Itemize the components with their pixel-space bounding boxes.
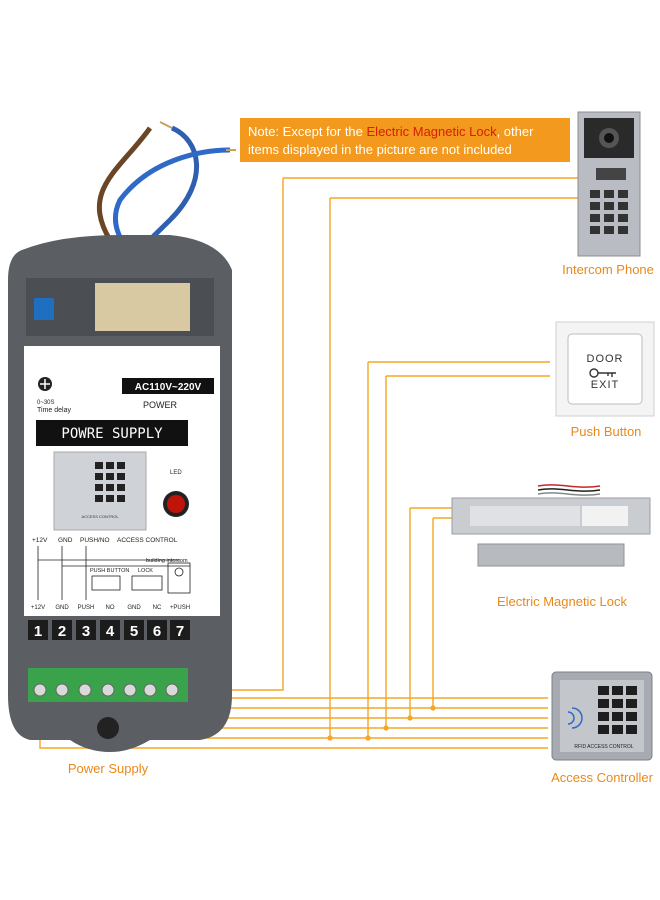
access-controller-caption: RFID ACCESS CONTROL xyxy=(574,744,633,750)
psu-title: POWRE SUPPLY xyxy=(61,426,163,442)
label-bottom-no: NO xyxy=(106,605,115,611)
label-building-intercom: building intercom xyxy=(146,558,188,564)
led-indicator xyxy=(167,495,185,513)
label-bottom-push-plus: +PUSH xyxy=(170,605,190,611)
keypad-caption: ACCESS CONTROL xyxy=(81,514,119,519)
note-line-1: Note: Except for the Electric Magnetic L… xyxy=(248,124,534,139)
svg-text:1: 1 xyxy=(34,623,42,640)
terminal-numbers: 1 2 3 4 5 6 7 xyxy=(28,620,190,640)
access-controller-device: RFID ACCESS CONTROL xyxy=(551,671,653,761)
psu-schematic xyxy=(37,546,191,600)
push-button-exit: EXIT xyxy=(591,379,619,391)
label-electric-magnetic-lock: Electric Magnetic Lock xyxy=(497,594,628,609)
internal-board xyxy=(95,283,190,331)
label-intercom-phone: Intercom Phone xyxy=(562,262,654,277)
label-bottom-gnd: GND xyxy=(55,605,69,611)
psu-power-label: POWER xyxy=(143,400,178,410)
label-bottom-gnd-2: GND xyxy=(127,605,141,611)
rfid-icon xyxy=(567,707,583,729)
intercom-phone-device xyxy=(577,111,641,257)
note-banner: Note: Except for the Electric Magnetic L… xyxy=(240,118,570,162)
label-top-12v: +12V xyxy=(32,537,48,544)
access-keypad xyxy=(598,686,637,734)
led-label: LED xyxy=(170,470,182,476)
label-bottom-12v: +12V xyxy=(31,605,45,611)
svg-text:3: 3 xyxy=(82,623,90,640)
intercom-display xyxy=(596,168,626,180)
time-delay-potentiometer xyxy=(34,298,54,320)
label-power-supply: Power Supply xyxy=(68,761,149,776)
svg-text:5: 5 xyxy=(130,623,138,640)
label-access-controller: Access Controller xyxy=(551,770,654,785)
wire-junctions xyxy=(327,705,436,741)
label-top-gnd: GND xyxy=(58,537,73,544)
label-bottom-nc: NC xyxy=(153,605,162,611)
label-bottom-push: PUSH xyxy=(78,605,95,611)
intercom-keys xyxy=(590,190,628,234)
svg-text:4: 4 xyxy=(106,623,115,640)
label-top-push-no: PUSH/NO xyxy=(80,537,110,544)
push-button-device: DOOR EXIT xyxy=(555,321,655,417)
time-delay-range: 0~30S xyxy=(37,400,55,406)
lock-spec-label xyxy=(582,506,628,526)
time-delay-label: Time delay xyxy=(37,407,71,414)
label-top-access-control: ACCESS CONTROL xyxy=(117,537,178,544)
key-icon xyxy=(589,368,616,378)
mounting-hole xyxy=(97,717,119,739)
label-push-button: Push Button xyxy=(571,424,642,439)
power-supply-device: 0~30S Time delay AC110V~220V POWER POWRE… xyxy=(8,121,236,752)
armature-plate xyxy=(477,543,625,567)
note-line-2: items displayed in the picture are not i… xyxy=(248,142,512,157)
note-background xyxy=(240,118,570,162)
svg-text:2: 2 xyxy=(58,623,66,640)
svg-text:6: 6 xyxy=(153,623,161,640)
label-push-button: PUSH BUTTON xyxy=(90,568,129,574)
magnetic-lock-device xyxy=(451,484,651,567)
push-button-door: DOOR xyxy=(587,353,624,365)
label-lock: LOCK xyxy=(138,568,153,574)
svg-text:7: 7 xyxy=(176,623,184,640)
psu-voltage: AC110V~220V xyxy=(135,382,202,393)
